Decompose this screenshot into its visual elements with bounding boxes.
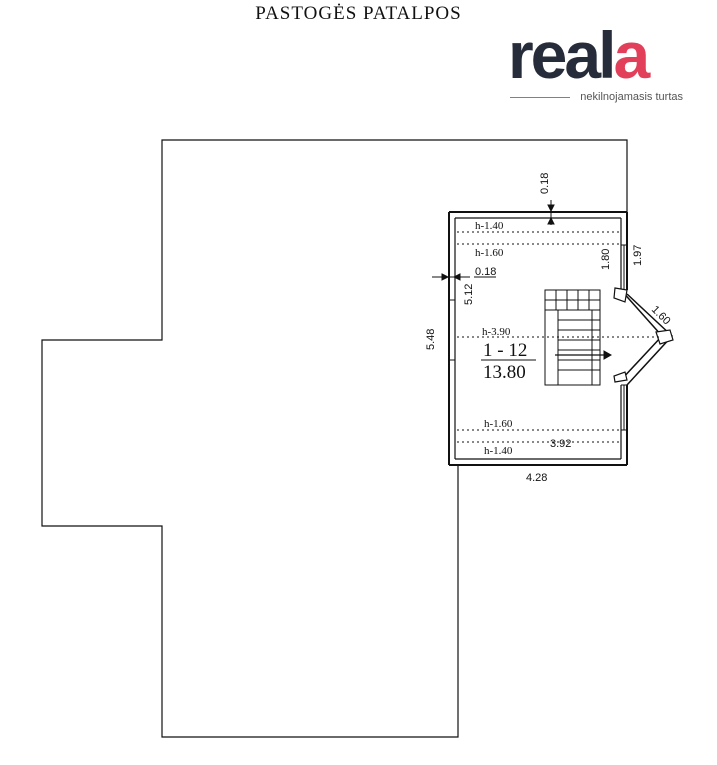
room-walls bbox=[448, 211, 628, 466]
dim-wall-left: 0.18 bbox=[475, 266, 496, 278]
bay-dormer bbox=[613, 287, 674, 386]
height-bottom-2: h-1.40 bbox=[484, 445, 513, 457]
dim-outer-width: 4.28 bbox=[526, 472, 547, 484]
logo-divider bbox=[510, 97, 570, 98]
reala-logo: reala nekilnojamasis turtas bbox=[508, 20, 693, 110]
dim-wall-top: 0.18 bbox=[539, 173, 551, 194]
dim-inner-height: 5.12 bbox=[463, 284, 475, 305]
height-bottom-1: h-1.60 bbox=[484, 418, 513, 430]
height-top-2: h-1.60 bbox=[475, 247, 504, 259]
room-area: 13.80 bbox=[483, 362, 526, 383]
logo-wordmark: reala bbox=[508, 18, 650, 92]
height-lines bbox=[457, 231, 660, 443]
dim-bay-upper: 1.80 bbox=[600, 249, 612, 270]
height-center: h-3.90 bbox=[482, 326, 511, 338]
logo-tagline: nekilnojamasis turtas bbox=[580, 91, 683, 103]
logo-suffix: a bbox=[613, 18, 650, 92]
height-top-1: h-1.40 bbox=[475, 220, 504, 232]
staircase bbox=[544, 289, 613, 386]
room-number: 1 - 12 bbox=[483, 340, 527, 361]
page-title: PASTOGĖS PATALPOS bbox=[255, 3, 462, 24]
dim-outer-height: 5.48 bbox=[425, 329, 437, 350]
dim-bay-total: 1.97 bbox=[632, 245, 644, 266]
building-outline bbox=[41, 139, 628, 738]
dimension-markers bbox=[432, 200, 555, 281]
dim-inner-width: 3.92 bbox=[550, 438, 571, 450]
logo-prefix: real bbox=[508, 18, 616, 92]
dim-bay-diagonal: 1.60 bbox=[649, 304, 673, 328]
